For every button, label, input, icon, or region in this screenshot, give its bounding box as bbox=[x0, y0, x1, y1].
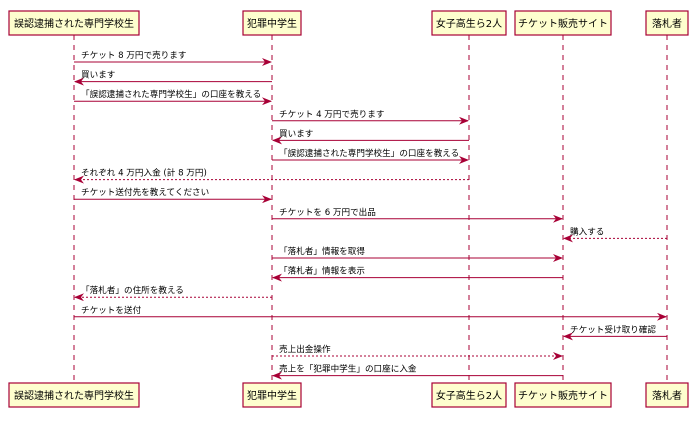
message-label: 買います bbox=[279, 128, 313, 139]
message-label: 「誤認逮捕された専門学校生」の口座を教える bbox=[279, 147, 459, 159]
message-11: 「落札者」情報を取得 bbox=[272, 245, 563, 262]
participant-label: 女子高生ら2人 bbox=[436, 389, 502, 402]
lifelines bbox=[73, 35, 668, 383]
participant-box bbox=[645, 382, 689, 408]
participant-box bbox=[431, 382, 507, 408]
message-15: チケット受け取り確認 bbox=[563, 323, 667, 341]
message-5: 買います bbox=[272, 128, 469, 145]
participant-p5-top: 落札者 bbox=[645, 10, 689, 36]
message-2: 買います bbox=[74, 70, 272, 86]
message-7: それぞれ 4 万円入金 (計 8 万円) bbox=[74, 167, 469, 184]
participant-p1-bottom: 誤認逮捕された専門学校生 bbox=[8, 382, 140, 408]
participant-label: 犯罪中学生 bbox=[247, 389, 297, 402]
participant-label: チケット販売サイト bbox=[518, 17, 608, 30]
message-13: 「落札者」の住所を教える bbox=[74, 284, 272, 302]
message-label: チケット 8 万円で売ります bbox=[81, 49, 186, 61]
message-label: チケットを送付 bbox=[81, 304, 142, 316]
participant-p4-top: チケット販売サイト bbox=[514, 10, 612, 36]
message-label: チケット 4 万円で売ります bbox=[279, 108, 384, 120]
participant-label: 誤認逮捕された専門学校生 bbox=[14, 17, 134, 30]
participant-label: 犯罪中学生 bbox=[247, 17, 297, 30]
participant-box bbox=[645, 10, 689, 36]
message-1: チケット 8 万円で売ります bbox=[74, 49, 272, 66]
message-label: 「落札者」の住所を教える bbox=[81, 284, 184, 296]
participant-box bbox=[514, 10, 612, 36]
participant-label: 落札者 bbox=[652, 389, 682, 402]
message-6: 「誤認逮捕された専門学校生」の口座を教える bbox=[272, 147, 469, 164]
participant-label: 落札者 bbox=[652, 17, 682, 30]
participant-p5-bottom: 落札者 bbox=[645, 382, 689, 408]
participant-box bbox=[242, 382, 302, 408]
message-label: それぞれ 4 万円入金 (計 8 万円) bbox=[81, 167, 207, 179]
participant-boxes: 誤認逮捕された専門学校生誤認逮捕された専門学校生犯罪中学生犯罪中学生女子高生ら2… bbox=[8, 10, 689, 408]
messages: チケット 8 万円で売ります買います「誤認逮捕された専門学校生」の口座を教えるチ… bbox=[74, 49, 667, 380]
message-4: チケット 4 万円で売ります bbox=[272, 108, 469, 125]
participant-label: 女子高生ら2人 bbox=[436, 17, 502, 30]
participant-p2-top: 犯罪中学生 bbox=[242, 10, 302, 36]
participant-box bbox=[431, 10, 507, 36]
message-3: 「誤認逮捕された専門学校生」の口座を教える bbox=[74, 88, 272, 106]
message-label: 「落札者」情報を表示 bbox=[279, 265, 365, 277]
message-label: チケットを 6 万円で出品 bbox=[279, 206, 376, 218]
message-label: 買います bbox=[81, 70, 115, 81]
message-10: 購入する bbox=[563, 225, 667, 243]
participant-p3-top: 女子高生ら2人 bbox=[431, 10, 507, 36]
message-label: 「落札者」情報を取得 bbox=[279, 245, 365, 257]
message-label: チケット送付先を教えてください bbox=[81, 186, 209, 198]
participant-p2-bottom: 犯罪中学生 bbox=[242, 382, 302, 408]
participant-p4-bottom: チケット販売サイト bbox=[514, 382, 612, 408]
message-label: チケット受け取り確認 bbox=[570, 323, 656, 335]
participant-box bbox=[242, 10, 302, 36]
message-label: 売上を「犯罪中学生」の口座に入金 bbox=[279, 363, 417, 375]
participant-box bbox=[514, 382, 612, 408]
participant-label: チケット販売サイト bbox=[518, 389, 608, 402]
message-label: 「誤認逮捕された専門学校生」の口座を教える bbox=[81, 88, 261, 100]
message-8: チケット送付先を教えてください bbox=[74, 186, 272, 204]
participant-box bbox=[8, 382, 140, 408]
message-12: 「落札者」情報を表示 bbox=[272, 265, 563, 282]
message-16: 売上出金操作 bbox=[272, 343, 563, 360]
participant-p1-top: 誤認逮捕された専門学校生 bbox=[8, 10, 140, 36]
message-label: 売上出金操作 bbox=[279, 343, 331, 355]
participant-p3-bottom: 女子高生ら2人 bbox=[431, 382, 507, 408]
message-14: チケットを送付 bbox=[74, 304, 667, 321]
participant-box bbox=[8, 10, 140, 36]
message-label: 購入する bbox=[570, 225, 604, 237]
message-9: チケットを 6 万円で出品 bbox=[272, 206, 563, 223]
participant-label: 誤認逮捕された専門学校生 bbox=[14, 389, 134, 402]
message-17: 売上を「犯罪中学生」の口座に入金 bbox=[272, 363, 563, 380]
